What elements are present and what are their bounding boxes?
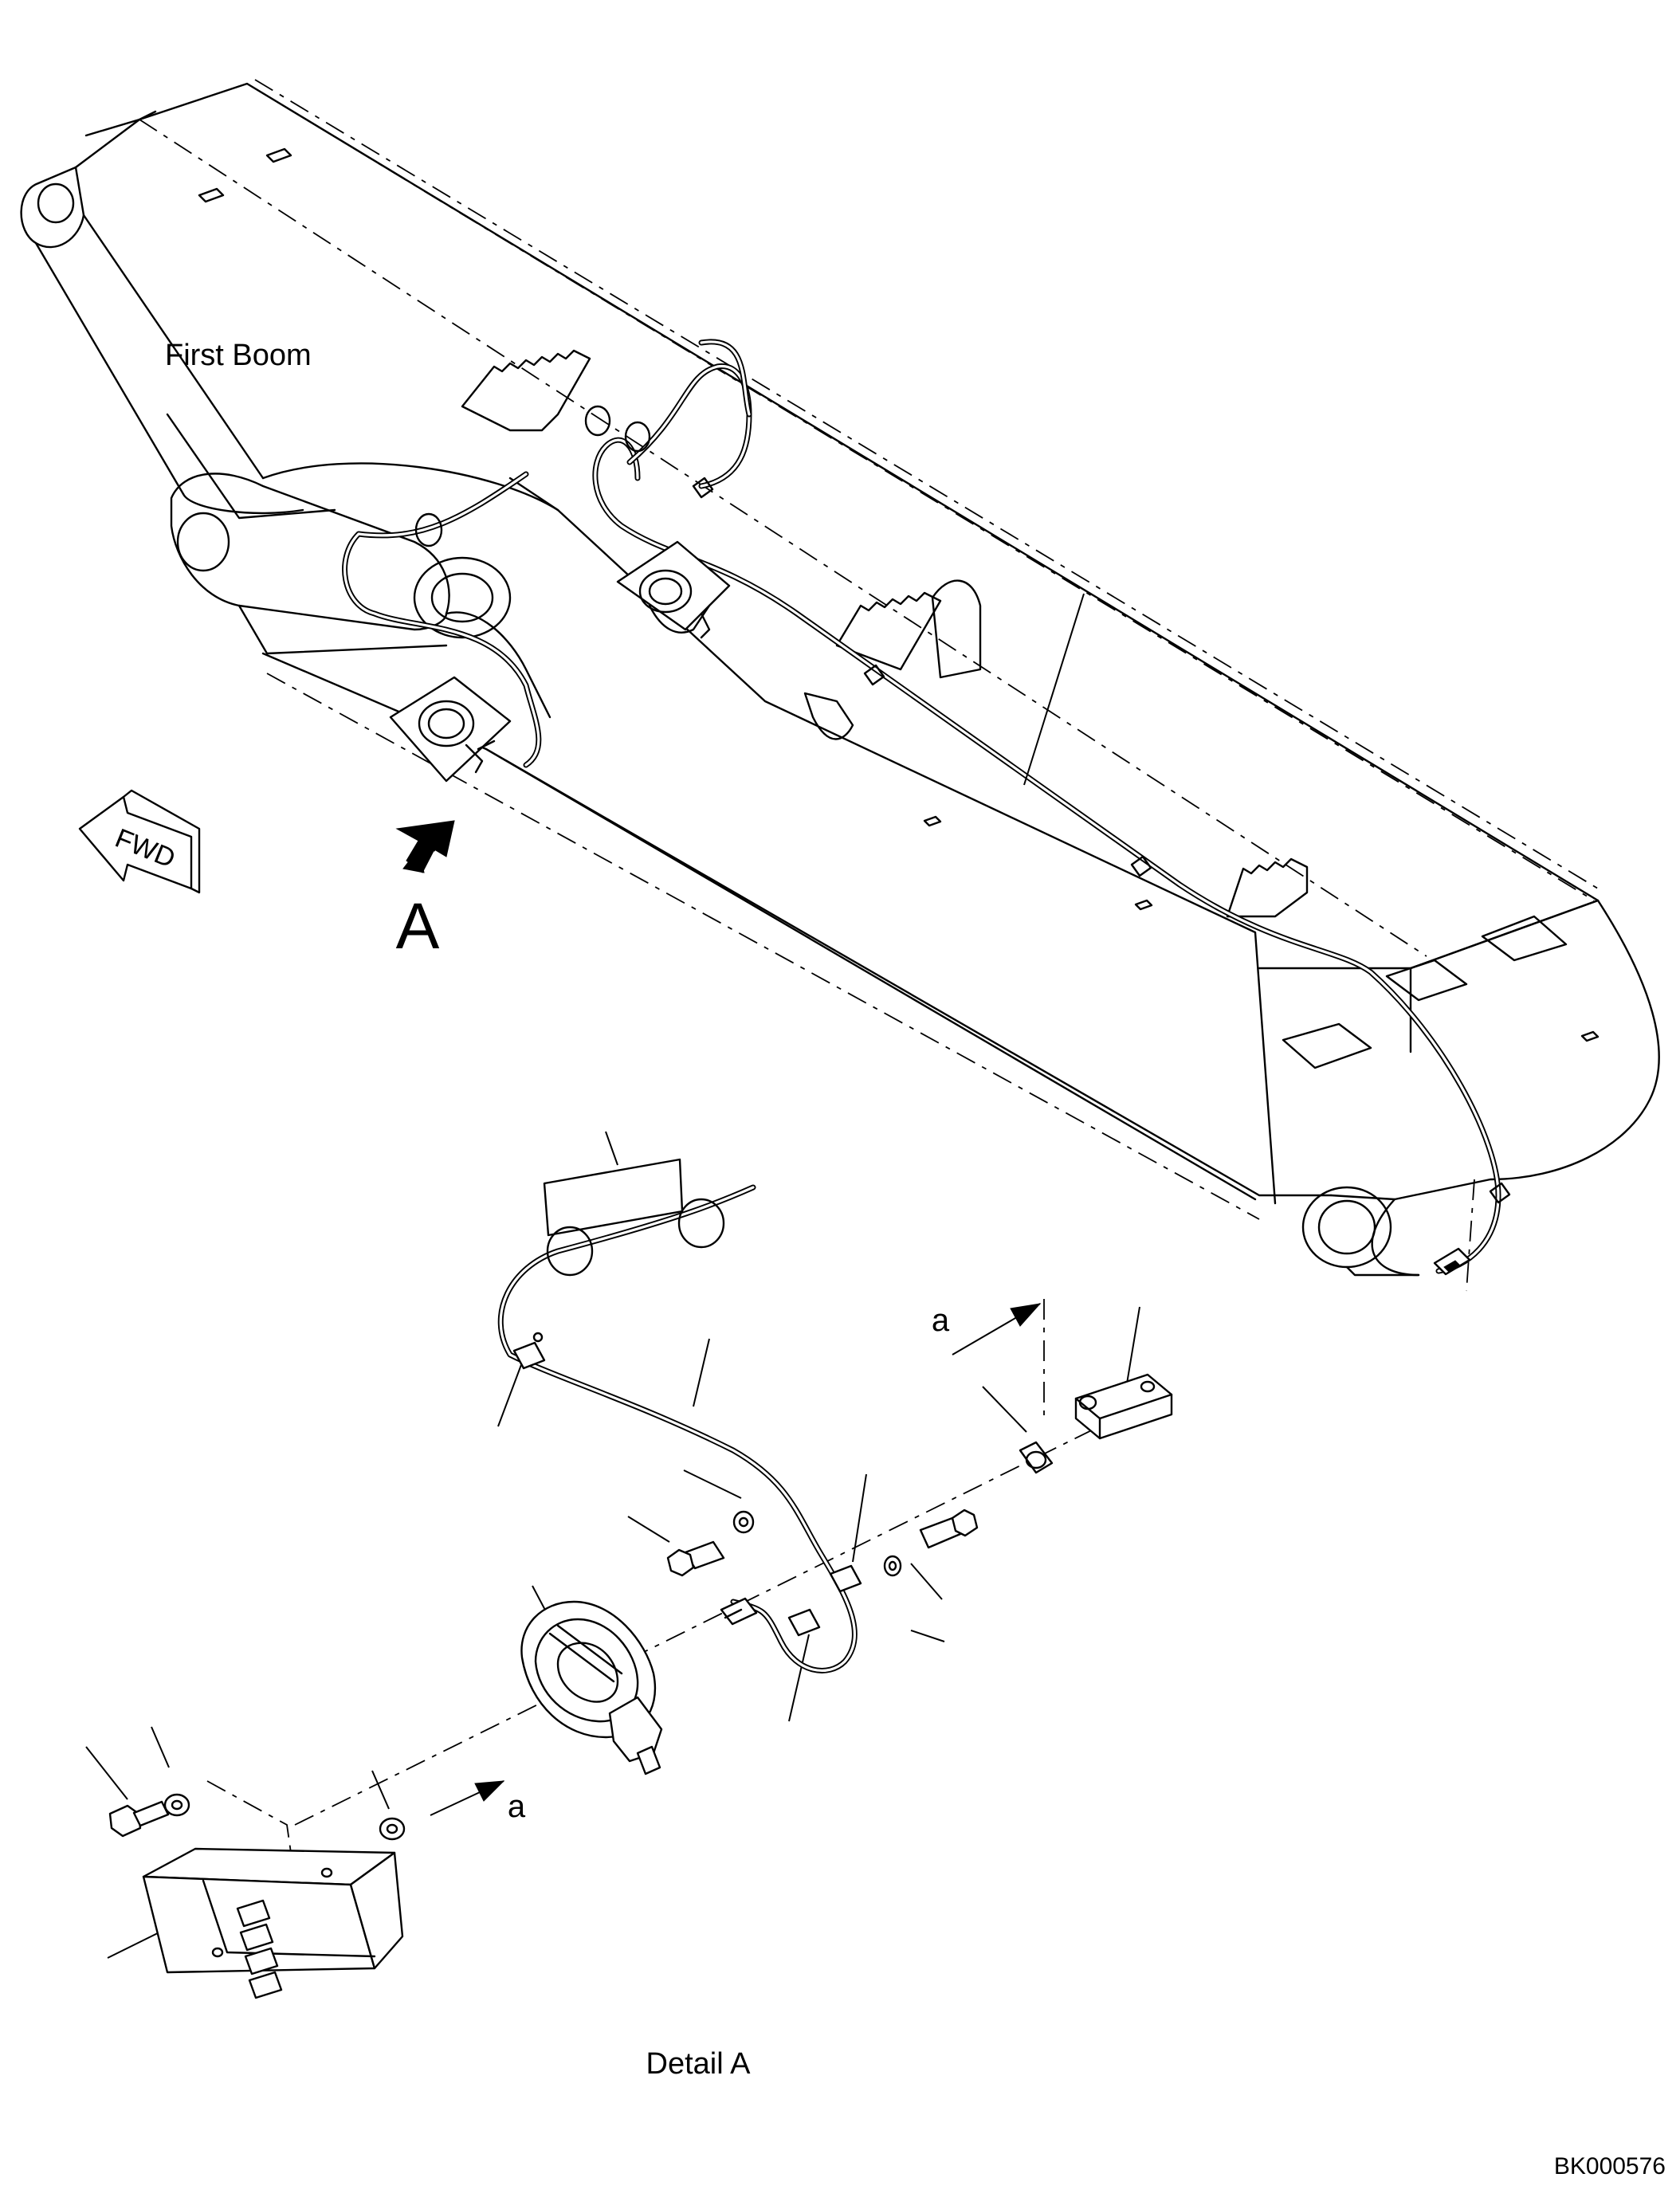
view-a-arrow: A xyxy=(395,820,455,963)
harness-leader xyxy=(1023,593,1085,786)
drawing-number: BK000576 xyxy=(1554,2153,1666,2179)
detail-a-drawing xyxy=(85,1131,1173,1999)
first-boom-drawing xyxy=(20,79,1660,1292)
first-boom-label: First Boom xyxy=(165,339,312,372)
fwd-label: FWD xyxy=(111,823,179,874)
ref-a-upper-label: a xyxy=(932,1303,950,1338)
detail-a-label: Detail A xyxy=(646,2047,752,2081)
ref-a-lower-label: a xyxy=(508,1789,526,1824)
forward-direction-arrow: FWD xyxy=(78,789,201,894)
view-a-label: A xyxy=(396,890,440,963)
